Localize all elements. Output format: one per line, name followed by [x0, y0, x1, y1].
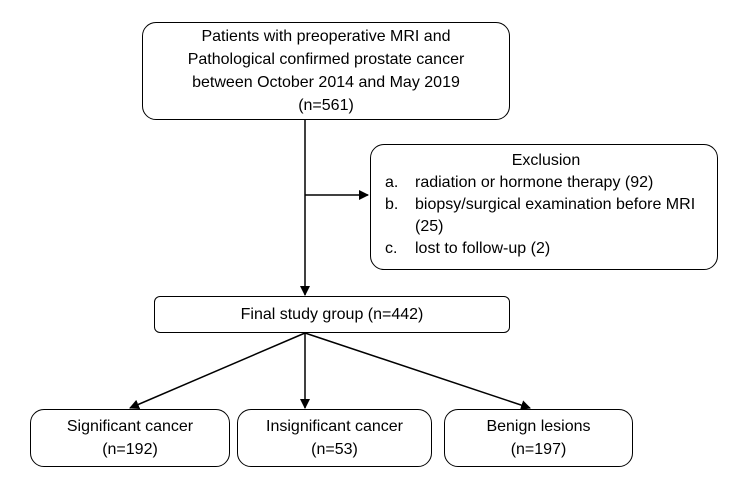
top-box: Patients with preoperative MRI and Patho…	[142, 22, 510, 120]
top-box-line-4: (n=561)	[298, 97, 354, 114]
exclusion-box: Exclusion a. radiation or hormone therap…	[370, 144, 718, 270]
exclusion-item-a: a. radiation or hormone therapy (92)	[385, 172, 707, 194]
exclusion-item-a-letter: a.	[385, 174, 399, 191]
outcome-box-benign: Benign lesions (n=197)	[444, 409, 633, 467]
outcome-benign-count: (n=197)	[510, 441, 567, 458]
final-study-group-box: Final study group (n=442)	[154, 296, 510, 333]
exclusion-item-b-text: biopsy/surgical examination before MRI (…	[415, 196, 696, 235]
arrow-final-to-significant	[129, 332, 306, 410]
outcome-significant-label: Significant cancer	[66, 418, 194, 435]
exclusion-item-c-letter: c.	[385, 240, 398, 257]
outcome-insignificant-count: (n=53)	[311, 441, 358, 458]
top-box-line-1: Patients with preoperative MRI and	[201, 28, 451, 45]
exclusion-item-b-letter: b.	[385, 196, 399, 213]
exclusion-item-c: c. lost to follow-up (2)	[385, 238, 707, 260]
exclusion-item-a-text: radiation or hormone therapy (92)	[415, 174, 654, 191]
arrow-final-to-benign	[304, 332, 531, 410]
outcome-significant-count: (n=192)	[102, 441, 158, 458]
final-study-group-label: Final study group (n=442)	[240, 306, 424, 323]
top-box-line-2: Pathological confirmed prostate cancer	[187, 51, 465, 68]
outcome-box-insignificant: Insignificant cancer (n=53)	[237, 409, 432, 467]
outcome-benign-label: Benign lesions	[486, 418, 591, 435]
outcome-insignificant-label: Insignificant cancer	[266, 418, 403, 435]
top-box-line-3: between October 2014 and May 2019	[192, 74, 460, 91]
exclusion-item-c-text: lost to follow-up (2)	[415, 240, 551, 257]
outcome-box-significant: Significant cancer (n=192)	[30, 409, 230, 467]
exclusion-item-b: b. biopsy/surgical examination before MR…	[385, 194, 707, 238]
exclusion-title: Exclusion	[511, 152, 581, 169]
